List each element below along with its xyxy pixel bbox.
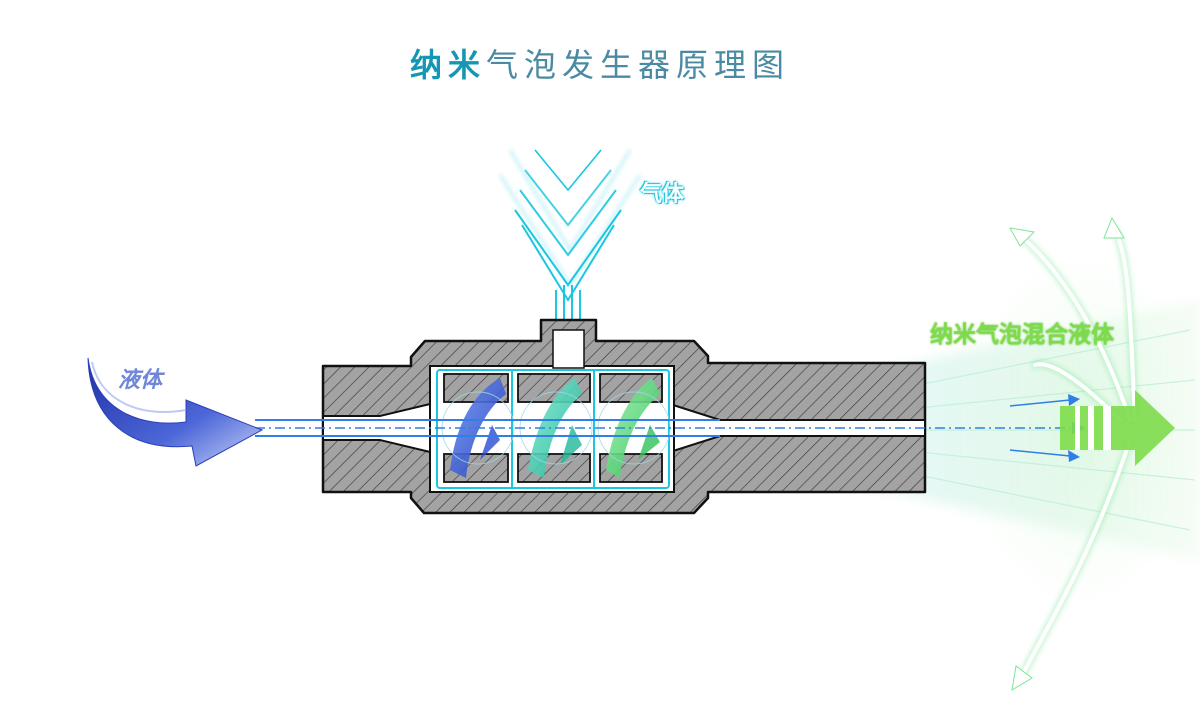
liquid-flow-lines [255,399,1080,457]
output-label: 纳米气泡混合液体 [930,322,1114,348]
title-highlight: 纳米 [409,46,486,84]
gas-label: 气体 [640,182,685,207]
right-arrow-icon [1060,390,1175,466]
liquid-label: 液体 [118,368,163,393]
output-curved-arrows [1009,216,1140,691]
curved-arrow-icon [87,357,264,467]
diagram-title: 纳米气泡发生器原理图 [0,42,1200,88]
gas-inlet-stream [498,149,642,372]
title-rest: 气泡发生器原理图 [486,46,791,84]
